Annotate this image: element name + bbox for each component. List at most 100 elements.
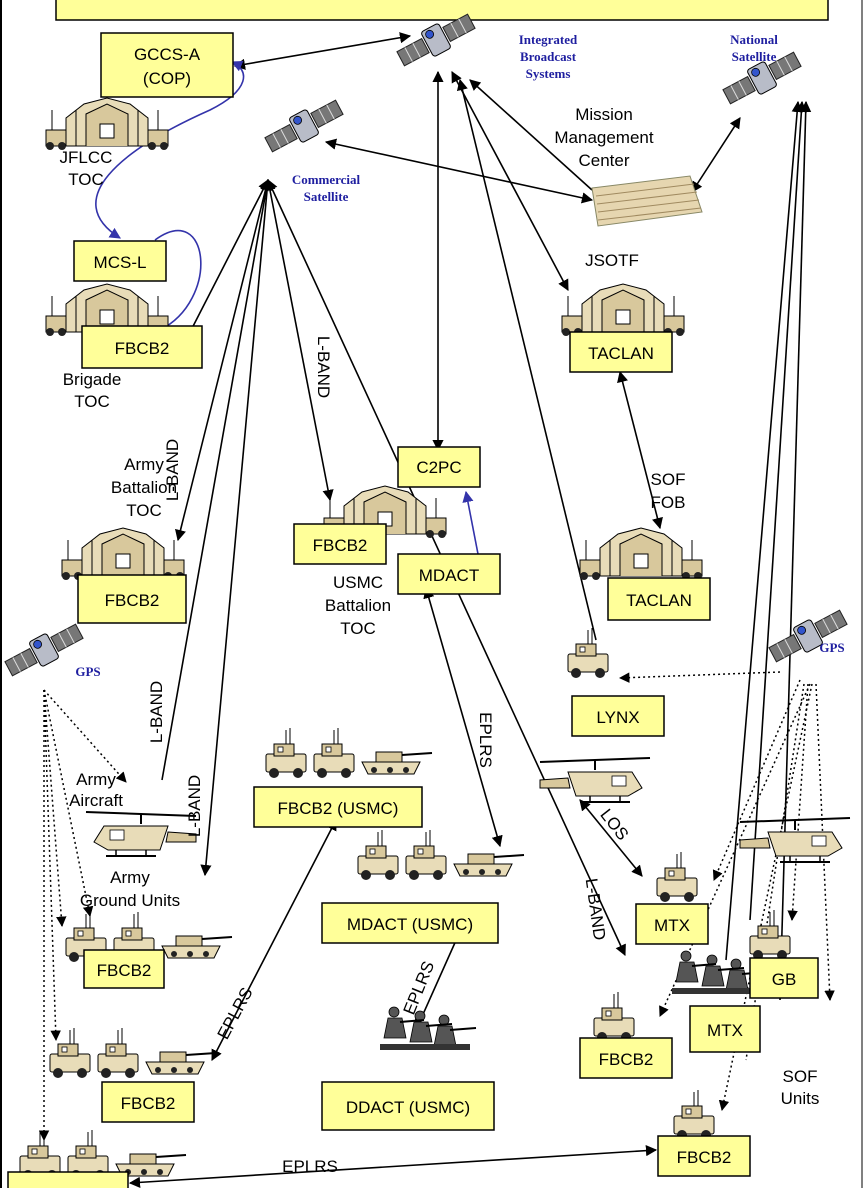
fbcb2-bottom-right-box: FBCB2	[657, 1135, 751, 1177]
jsotf-label: JSOTF	[585, 251, 639, 270]
usmc-helicopter-icon	[539, 757, 651, 803]
link-commercial-ground	[200, 178, 273, 877]
mmc-building-icon	[591, 175, 703, 227]
army-aircraft-label: Army Aircraft	[69, 770, 123, 810]
taclan-sof-box: TACLAN	[607, 577, 711, 621]
national-label-line1: National	[730, 32, 778, 47]
sof-units-label-line1: SOF	[783, 1067, 818, 1086]
ddact-usmc-label: DDACT (USMC)	[346, 1098, 470, 1117]
sof-fob-label: SOF FOB	[651, 470, 686, 512]
sof-fbcb2-vehicle-icon	[593, 991, 635, 1043]
army-aircraft-label-line1: Army	[76, 770, 116, 789]
gps-right-lynx	[618, 671, 781, 683]
commercial-satellite-label: Commercial Satellite	[292, 172, 361, 204]
mtx2-label: MTX	[707, 1021, 743, 1040]
fbcb2-usmc-label: FBCB2 (USMC)	[278, 799, 399, 818]
jflcc-toc-icon	[45, 97, 169, 151]
link-gccs-mcs	[95, 60, 245, 239]
gps-left-label: GPS	[75, 664, 100, 679]
link-commercial-mmc	[324, 138, 594, 204]
link-fbcb2-usmc-ground	[211, 819, 337, 1061]
ddact-troops-icon	[379, 1006, 477, 1051]
c2pc-label: C2PC	[416, 458, 461, 477]
title-banner	[55, 0, 829, 21]
fbcb2-usmc-bn-box: FBCB2	[293, 523, 387, 565]
mtx1-box: MTX	[635, 903, 709, 945]
usmc-bn-label-line1: USMC	[333, 573, 383, 592]
usmc-bn-label-line2: Battalion	[325, 596, 391, 615]
taclan-jsotf-label: TACLAN	[588, 344, 654, 363]
fbcb2-bottom-right-label: FBCB2	[677, 1148, 732, 1167]
usmc-bn-label-line3: TOC	[340, 619, 376, 638]
mdact-box: MDACT	[397, 553, 501, 595]
lynx-box: LYNX	[571, 695, 665, 737]
gps-right-gb	[787, 683, 809, 922]
lband-label-1: L-BAND	[163, 439, 182, 501]
mdact-usmc-box: MDACT (USMC)	[321, 902, 499, 944]
gps-right-mtx	[712, 679, 801, 881]
gps-right-label: GPS	[819, 640, 844, 655]
ibs-label: Integrated Broadcast Systems	[519, 32, 578, 81]
eplrs-label-4: EPLRS	[282, 1157, 338, 1176]
sof-fob-label-line2: FOB	[651, 493, 686, 512]
link-national-gb	[749, 100, 807, 921]
sof-fob-toc-icon	[579, 527, 703, 581]
mcs-box-label: MCS-L	[94, 253, 147, 272]
mcs-box: MCS-L	[73, 240, 167, 282]
gps-left-ground	[43, 689, 94, 918]
fbcb2-army-bn-box: FBCB2	[77, 574, 187, 624]
army-bn-label-line3: TOC	[126, 501, 162, 520]
fbcb2-ground1-label: FBCB2	[97, 961, 152, 980]
jflcc-label: JFLCC TOC	[60, 148, 113, 189]
mtx2-box: MTX	[689, 1005, 761, 1053]
army-bn-label-line2: Battalion	[111, 478, 177, 497]
army-ground-label-line2: Ground Units	[80, 891, 180, 910]
gps-right-mtx2	[745, 683, 805, 1061]
usmc-convoy-icon	[266, 728, 432, 778]
fbcb2-convoy-icon	[50, 1028, 216, 1078]
link-taclan-taclan	[617, 370, 663, 530]
link-gccs-ibs	[233, 32, 412, 70]
los-label: LOS	[596, 805, 632, 844]
ibs-label-line2: Broadcast	[520, 49, 577, 64]
sof-units-label: SOF Units	[781, 1067, 820, 1108]
army-bn-label-line1: Army	[124, 455, 164, 474]
lynx-label: LYNX	[596, 708, 639, 727]
national-satellite-label: National Satellite	[730, 32, 778, 64]
mmc-label-line1: Mission	[575, 105, 633, 124]
fbcb2-usmc-bn-label: FBCB2	[313, 536, 368, 555]
link-layer	[38, 32, 835, 1188]
jflcc-label-line1: JFLCC	[60, 148, 113, 167]
sof-fob-label-line1: SOF	[651, 470, 686, 489]
link-mdact-mdact-usmc	[423, 586, 503, 848]
gps-left-satellite-icon	[1, 618, 87, 682]
link-mcs-fbcb2	[154, 230, 202, 331]
commercial-label-line1: Commercial	[292, 172, 361, 187]
fbcb2-army-bn-label: FBCB2	[105, 591, 160, 610]
fbcb2-usmc-box: FBCB2 (USMC)	[253, 786, 423, 828]
army-aircraft-icon	[85, 811, 197, 857]
mmc-label-line2: Management	[554, 128, 654, 147]
brigade-label-line1: Brigade	[63, 370, 122, 389]
mmc-label: Mission Management Center	[554, 105, 654, 170]
mdact-usmc-label: MDACT (USMC)	[347, 915, 473, 934]
eplrs-label-2: EPLRS	[214, 984, 257, 1042]
gps-right-fbcb2	[659, 683, 811, 1017]
fbcb2-brigade-box: FBCB2	[81, 325, 203, 369]
gps-right-satellite-icon	[765, 604, 851, 668]
lband-label-3: L-BAND	[147, 681, 166, 743]
fbcb2-ground2-box: FBCB2	[101, 1081, 195, 1123]
gps-left-aircraft	[43, 689, 127, 783]
jflcc-label-line2: TOC	[68, 170, 104, 189]
gccs-box: GCCS-A (COP)	[100, 32, 234, 98]
mdact-label: MDACT	[419, 566, 479, 585]
eplrs-label-1: EPLRS	[476, 712, 495, 768]
taclan-jsotf-box: TACLAN	[569, 331, 673, 373]
gb-box: GB	[749, 957, 819, 999]
gccs-box-line2: (COP)	[143, 69, 191, 88]
gccs-box-line1: GCCS-A	[134, 45, 201, 64]
link-national-mmc	[691, 117, 741, 193]
commercial-label-line2: Satellite	[304, 189, 349, 204]
gb-vehicle-icon	[749, 909, 791, 961]
link-los	[579, 799, 643, 877]
